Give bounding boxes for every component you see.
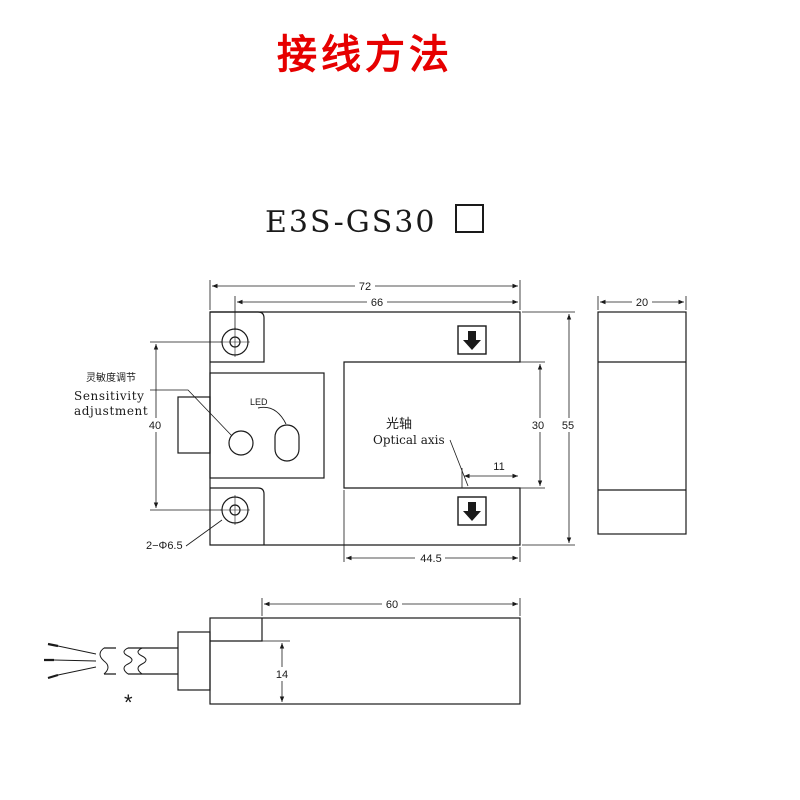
dim-hole-spacing: 40 [149, 420, 161, 432]
led-label: LED [250, 397, 268, 407]
dim-axis-offset: 11 [493, 461, 504, 473]
dim-total-width: 72 [359, 281, 371, 293]
mount-tab-bottom [210, 487, 265, 545]
cable-gland [177, 631, 211, 691]
model-suffix-box [455, 204, 484, 233]
sensitivity-label-en-1: Sensitivity [74, 389, 145, 403]
control-panel [209, 372, 325, 479]
page-title: 接线方法 [277, 32, 453, 78]
hole-label: 2−Φ6.5 [146, 540, 183, 552]
dim-slot-height: 30 [532, 420, 544, 432]
sensitivity-label-cn: 灵敏度调节 [86, 371, 136, 384]
asterisk-note: * [124, 690, 133, 715]
dim-slot-depth: 44.5 [420, 553, 441, 565]
led-window [274, 424, 300, 462]
arrow-down-icon [457, 325, 487, 355]
optical-axis-label-en: Optical axis [373, 433, 445, 447]
dim-side-length: 60 [386, 599, 398, 611]
sensor-side-outline [597, 311, 687, 535]
sensor-bottom-outline [209, 617, 521, 705]
sensitivity-dial [228, 430, 254, 456]
dim-side-height: 14 [276, 669, 288, 681]
optical-axis-label-cn: 光轴 [386, 417, 412, 432]
arrow-down-icon [457, 496, 487, 526]
sensitivity-knob-housing [177, 396, 211, 454]
dim-depth: 20 [636, 297, 648, 309]
dim-total-height: 55 [562, 420, 574, 432]
dim-inner-width: 66 [371, 297, 383, 309]
mount-tab-top [210, 311, 265, 363]
model-label: E3S-GS30 [265, 205, 436, 240]
sensor-front-outline [209, 311, 521, 546]
sensitivity-label-en-2: adjustment [74, 404, 148, 418]
